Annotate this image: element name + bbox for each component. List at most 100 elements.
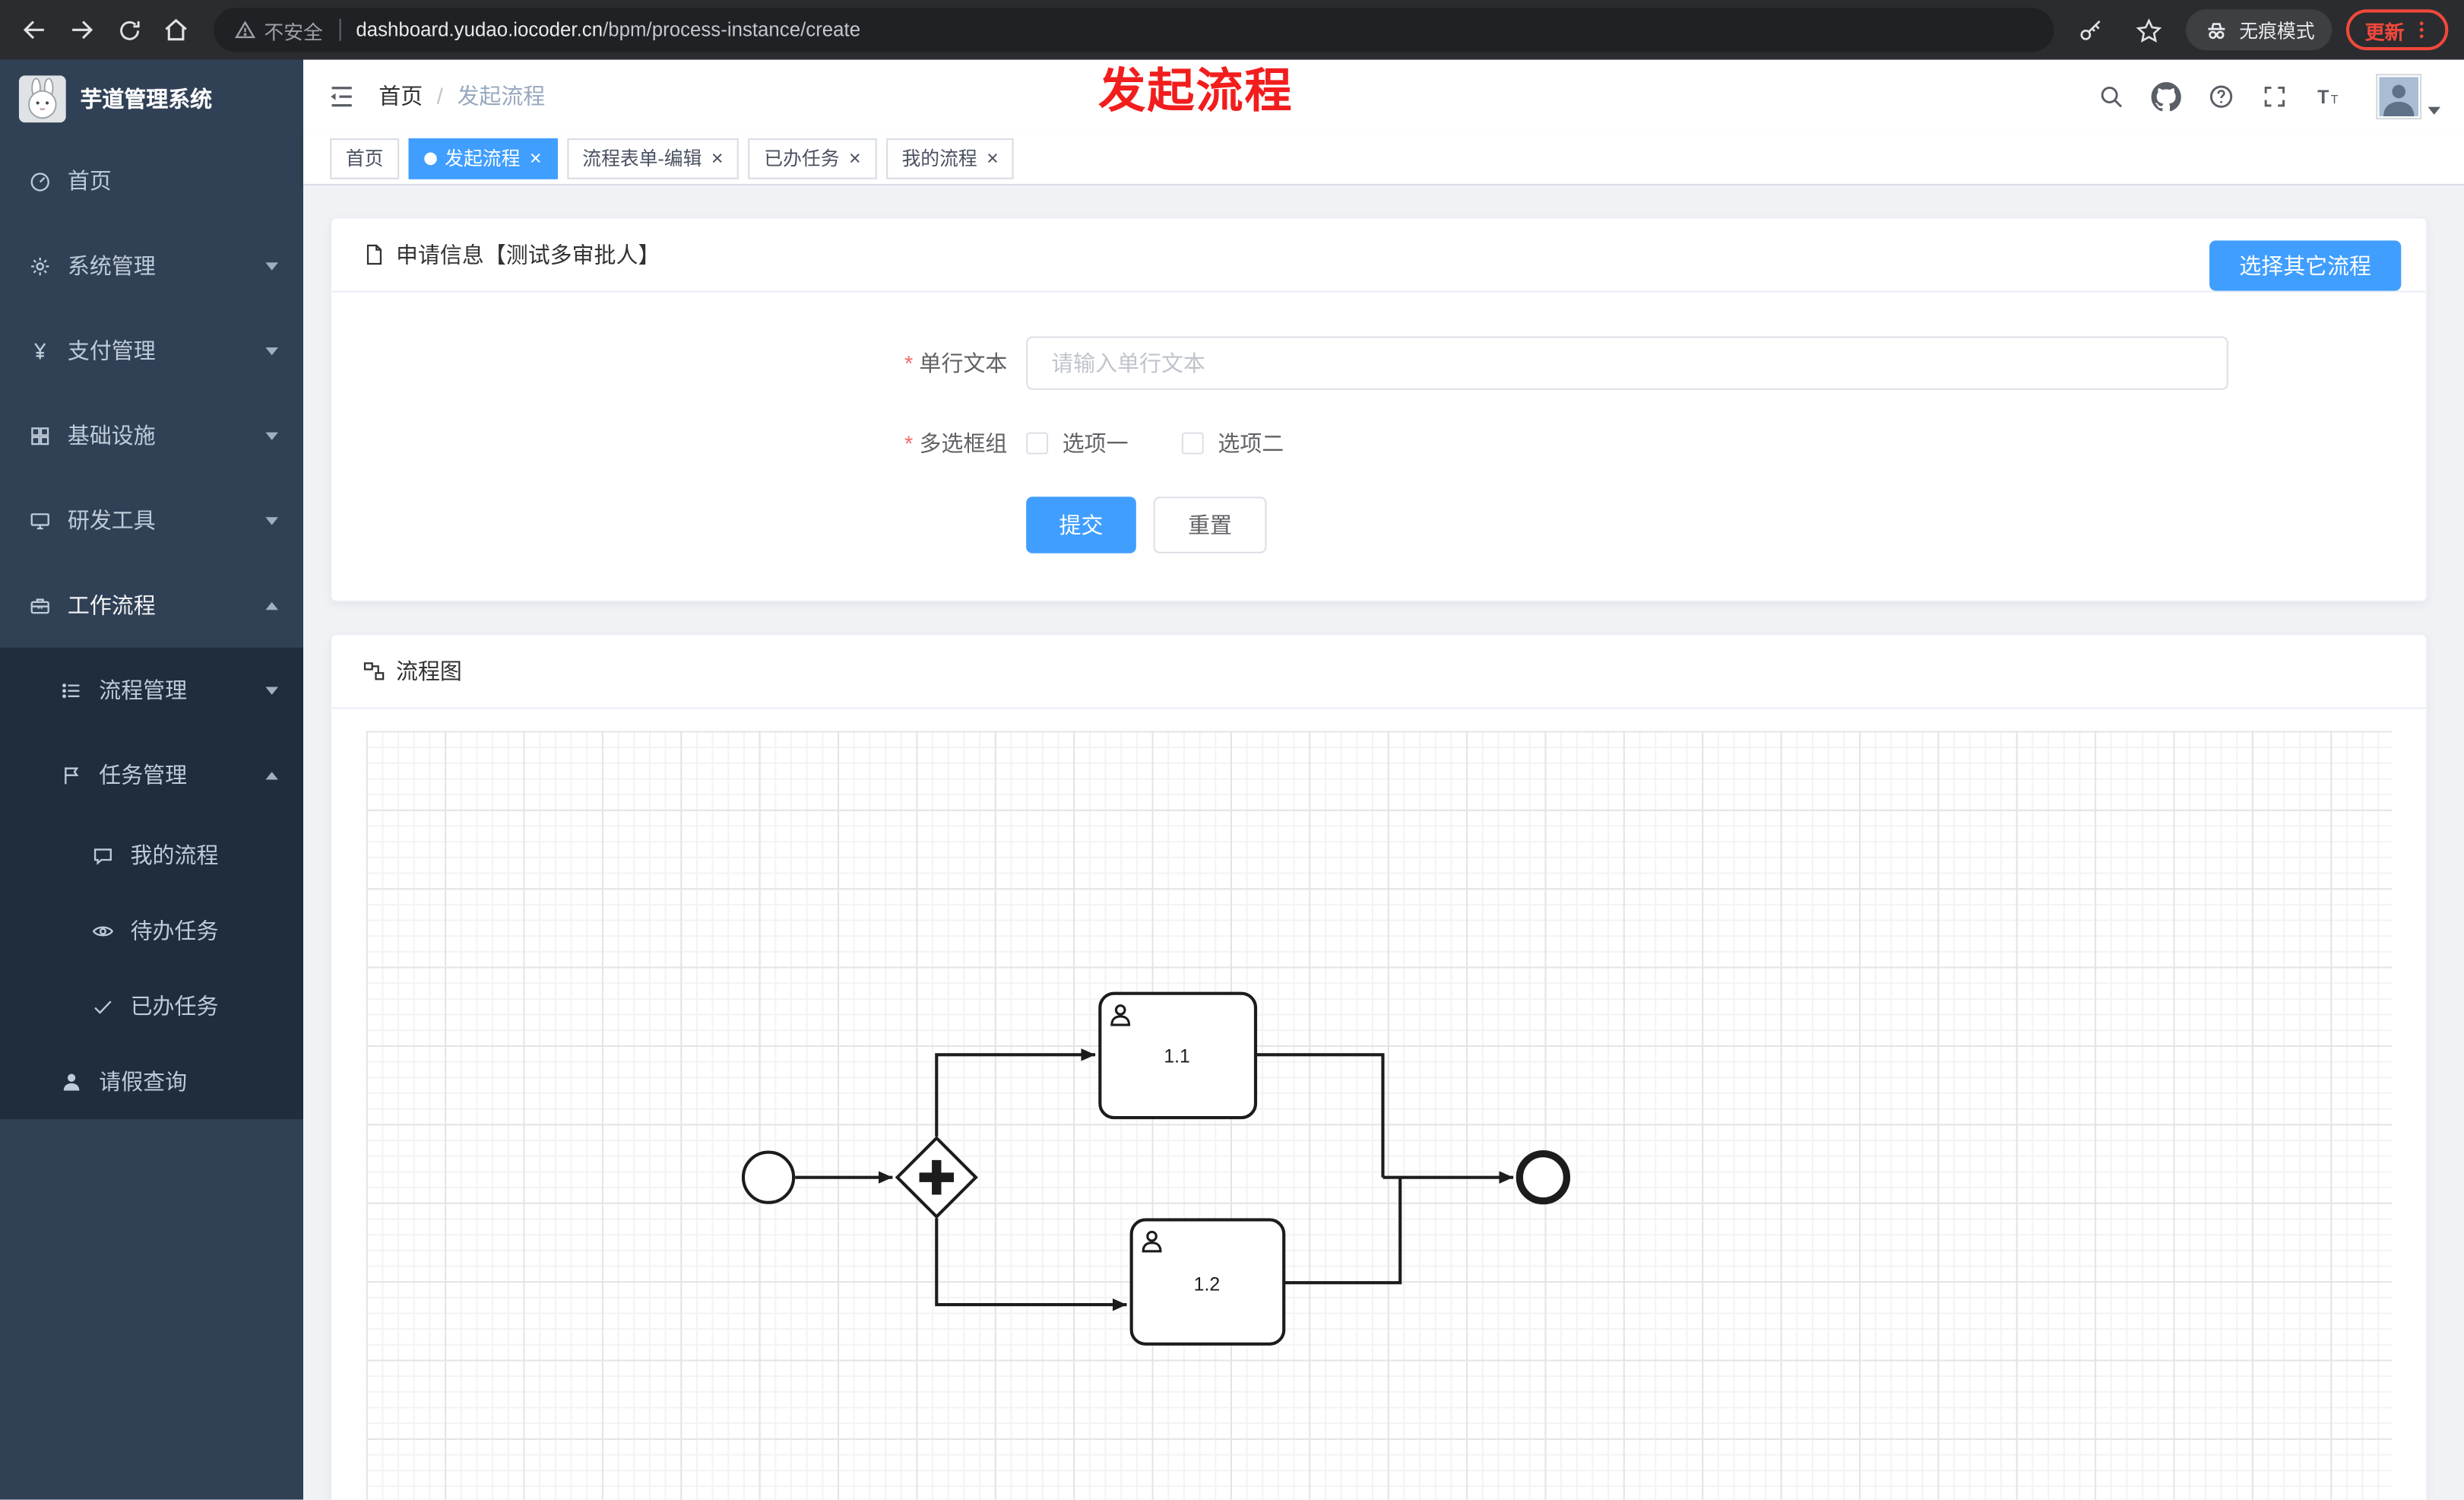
tab-form-edit[interactable]: 流程表单-编辑× [566, 137, 740, 179]
checkbox-icon[interactable] [1181, 432, 1204, 455]
list-icon [62, 683, 80, 698]
flow-gateway-to-task2 [935, 1218, 1127, 1311]
chat-icon [93, 848, 112, 864]
close-icon[interactable]: × [848, 146, 861, 170]
browser-menu-icon[interactable] [2411, 17, 2433, 43]
svg-text:T: T [2331, 92, 2339, 106]
sidebar-item-devtools[interactable]: 研发工具 [0, 478, 303, 563]
diagram-icon [363, 662, 385, 680]
required-asterisk: * [904, 350, 914, 376]
eye-icon [92, 925, 114, 936]
gear-icon [31, 256, 49, 275]
flag-icon [65, 766, 79, 784]
tab-label: 发起流程 [445, 147, 521, 170]
security-label: 不安全 [264, 21, 323, 43]
sidebar: 芋道管理系统 首页 系统管理 支付管理 基础设施 [0, 59, 304, 1500]
close-icon[interactable]: × [987, 146, 999, 170]
incognito-icon [2208, 22, 2225, 39]
sidebar-item-infrastructure[interactable]: 基础设施 [0, 393, 303, 478]
start-event[interactable] [741, 1150, 796, 1204]
flow-task2-join [1284, 1177, 1402, 1285]
sidebar-item-workflow[interactable]: 工作流程 [0, 563, 303, 648]
help-icon[interactable] [2208, 83, 2234, 109]
apply-info-card: 申请信息【测试多审批人】 选择其它流程 *单行文本 *多选框组 选项一 选 [330, 217, 2428, 602]
sidebar-item-home[interactable]: 首页 [0, 138, 303, 224]
card-header: 流程图 [331, 635, 2427, 709]
password-key-icon[interactable] [2070, 8, 2114, 52]
app-logo[interactable]: 芋道管理系统 [0, 59, 304, 138]
close-icon[interactable]: × [711, 146, 724, 170]
flow-task1-join [1256, 1053, 1385, 1178]
process-diagram-card: 流程图 [330, 633, 2428, 1500]
sidebar-item-label: 支付管理 [67, 338, 156, 363]
form-row-actions: 提交 重置 [331, 496, 2426, 553]
sidebar-item-label: 任务管理 [99, 762, 188, 788]
sidebar-item-done-tasks[interactable]: 已办任务 [0, 969, 303, 1044]
bpmn-canvas[interactable]: 1.1 1.2 [366, 731, 2392, 1500]
sidebar-item-label: 请假查询 [99, 1068, 188, 1095]
reset-button[interactable]: 重置 [1153, 496, 1267, 553]
sidebar-item-payment[interactable]: 支付管理 [0, 308, 303, 393]
chevron-down-icon [265, 346, 278, 355]
plus-icon [919, 1159, 955, 1195]
reload-icon[interactable] [107, 8, 151, 52]
field-label: *多选框组 [904, 430, 1008, 456]
sidebar-item-leave-query[interactable]: 请假查询 [0, 1044, 303, 1119]
incognito-badge: 无痕模式 [2185, 9, 2333, 51]
parallel-gateway[interactable] [895, 1136, 978, 1219]
tab-my-processes[interactable]: 我的流程 × [885, 137, 1015, 179]
monitor-icon [30, 512, 49, 529]
checkbox-option-1[interactable]: 选项一 [1026, 427, 1129, 458]
sidebar-item-process-management[interactable]: 流程管理 [0, 648, 303, 733]
workflow-submenu: 流程管理 任务管理 我的流程 待办任务 已办 [0, 647, 304, 1120]
user-icon [1110, 1004, 1131, 1026]
search-icon[interactable] [2098, 83, 2124, 109]
briefcase-icon [30, 598, 49, 614]
sidebar-item-task-management[interactable]: 任务管理 [0, 733, 303, 818]
user-task-1-2[interactable]: 1.2 [1129, 1218, 1286, 1346]
user-task-1-1[interactable]: 1.1 [1098, 991, 1258, 1120]
tab-done-tasks[interactable]: 已办任务× [748, 137, 877, 179]
checkbox-option-2[interactable]: 选项二 [1181, 427, 1284, 458]
chevron-down-icon [265, 516, 278, 525]
required-asterisk: * [904, 430, 914, 456]
close-icon[interactable]: × [529, 146, 542, 170]
chevron-down-icon [265, 262, 278, 270]
checkbox-icon[interactable] [1026, 432, 1049, 455]
fullscreen-icon[interactable] [2261, 83, 2288, 109]
avatar[interactable] [2376, 73, 2422, 119]
github-icon[interactable] [2151, 81, 2181, 111]
end-event[interactable] [1515, 1150, 1571, 1205]
tab-label: 首页 [345, 147, 384, 170]
back-icon[interactable] [13, 8, 57, 52]
sidebar-item-system[interactable]: 系统管理 [0, 224, 303, 309]
forward-icon[interactable] [60, 8, 104, 52]
sidebar-item-label: 流程管理 [99, 677, 188, 703]
address-bar[interactable]: 不安全 dashboard.yudao.iocoder.cn/bpm/proce… [214, 8, 2054, 52]
submit-button[interactable]: 提交 [1026, 496, 1136, 553]
svg-text:T: T [2317, 86, 2329, 107]
tab-label: 我的流程 [901, 147, 977, 170]
warning-icon [234, 21, 256, 39]
tab-home[interactable]: 首页 [330, 137, 400, 179]
single-line-text-input[interactable] [1026, 336, 2228, 390]
bpmn-diagram: 1.1 1.2 [741, 991, 1571, 1346]
update-button[interactable]: 更新 [2345, 9, 2449, 51]
bookmark-star-icon[interactable] [2127, 8, 2171, 52]
breadcrumb-home[interactable]: 首页 [378, 83, 423, 109]
chevron-up-icon [265, 601, 278, 610]
sidebar-item-my-processes[interactable]: 我的流程 [0, 817, 303, 893]
home-icon[interactable] [154, 8, 198, 52]
sidebar-item-label: 工作流程 [67, 592, 156, 618]
user-menu[interactable] [2376, 73, 2440, 119]
sidebar-item-label: 待办任务 [130, 918, 219, 943]
browser-toolbar: 不安全 dashboard.yudao.iocoder.cn/bpm/proce… [0, 0, 2464, 60]
document-icon [366, 244, 382, 265]
security-status[interactable]: 不安全 [234, 15, 323, 45]
grid-icon [31, 427, 49, 445]
tab-launch-process[interactable]: 发起流程 × [408, 137, 558, 179]
select-other-process-button[interactable]: 选择其它流程 [2209, 240, 2402, 291]
sidebar-item-pending-tasks[interactable]: 待办任务 [0, 893, 303, 968]
sidebar-collapse-icon[interactable] [327, 81, 356, 110]
